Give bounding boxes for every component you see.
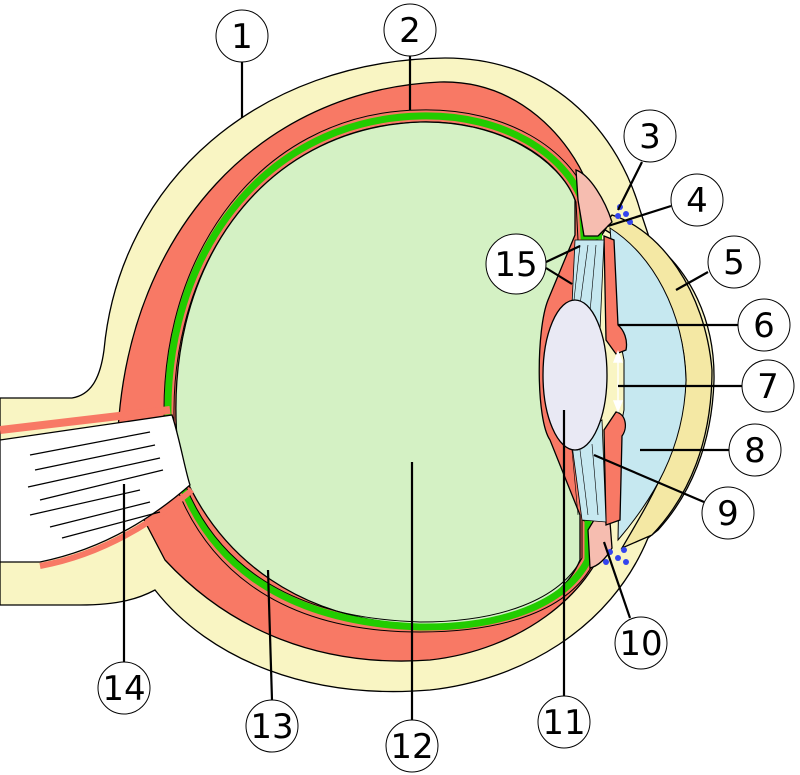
callout-10: 10 xyxy=(614,616,668,670)
callout-number: 13 xyxy=(250,707,293,747)
callout-5: 5 xyxy=(707,235,761,289)
leader-lines xyxy=(122,56,742,720)
ciliary-body-upper xyxy=(575,169,613,237)
pupil-arrows xyxy=(612,350,624,413)
canal-dot xyxy=(603,559,609,565)
callout-circle xyxy=(485,233,547,295)
callout-circle xyxy=(741,359,795,413)
retina-outline xyxy=(163,109,591,451)
callout-number: 11 xyxy=(542,703,585,743)
callout-number: 15 xyxy=(494,245,537,285)
callout-number: 7 xyxy=(757,367,779,407)
callout-number: 2 xyxy=(399,11,421,51)
callout-4: 4 xyxy=(670,173,724,227)
canal-dot xyxy=(623,211,629,217)
zonular-fibre-lines xyxy=(571,244,599,516)
callout-circle xyxy=(614,616,668,670)
callout-8: 8 xyxy=(728,423,782,477)
callout-circle xyxy=(385,719,439,773)
optic-nerve-fibres xyxy=(27,431,164,539)
callout-number: 10 xyxy=(619,624,662,664)
lens xyxy=(542,299,608,451)
callout-circle xyxy=(701,486,755,540)
callout-11: 11 xyxy=(537,695,591,749)
callout-number: 12 xyxy=(390,727,433,767)
callout-number: 5 xyxy=(723,243,745,283)
callout-circle xyxy=(245,699,299,753)
callout-circle xyxy=(623,109,677,163)
callout-7: 7 xyxy=(741,359,795,413)
retina-layer xyxy=(164,112,602,451)
callout-circle xyxy=(383,3,437,57)
canal-dot xyxy=(623,559,629,565)
canal-dot xyxy=(615,213,621,219)
callout-circle xyxy=(537,695,591,749)
callout-14: 14 xyxy=(97,661,151,715)
callout-1: 1 xyxy=(215,9,269,63)
leader-line-3 xyxy=(617,161,643,211)
callout-12: 12 xyxy=(385,719,439,773)
optic-nerve-sheath-top xyxy=(0,406,171,434)
callout-6: 6 xyxy=(737,298,791,352)
leader-line-4 xyxy=(607,204,672,228)
callout-circle xyxy=(707,235,761,289)
retina-outline-inner xyxy=(173,121,579,453)
callout-2: 2 xyxy=(383,3,437,57)
canal-dot xyxy=(621,547,627,553)
callout-number: 8 xyxy=(744,431,766,471)
retina-outline-lower-outer xyxy=(165,454,595,633)
optic-nerve-sheath-bottom xyxy=(39,487,194,569)
callout-9: 9 xyxy=(701,486,755,540)
callout-circle xyxy=(215,9,269,63)
leader-line-13 xyxy=(266,569,274,701)
callout-15: 15 xyxy=(485,233,547,295)
ciliary-body-lower xyxy=(587,519,613,569)
canal-dot xyxy=(615,555,621,561)
callout-circle xyxy=(737,298,791,352)
retina-outline-lower xyxy=(175,457,583,623)
callout-number: 6 xyxy=(753,306,775,346)
callout-circle xyxy=(670,173,724,227)
leader-line-5 xyxy=(675,271,709,291)
callout-number: 4 xyxy=(686,181,708,221)
iris-lower xyxy=(603,411,627,526)
callout-circle xyxy=(97,661,151,715)
callout-circle xyxy=(728,423,782,477)
callout-number: 3 xyxy=(639,117,661,157)
leader-line-15 xyxy=(545,245,581,263)
callout-number: 1 xyxy=(231,17,253,57)
leader-line-10 xyxy=(602,541,632,619)
callout-number: 14 xyxy=(102,669,145,709)
callout-13: 13 xyxy=(245,699,299,753)
anterior-chamber xyxy=(609,227,687,542)
callout-number: 9 xyxy=(717,494,739,534)
leader-line-15 xyxy=(545,267,573,285)
leader-line-9 xyxy=(593,453,705,504)
callout-3: 3 xyxy=(623,109,677,163)
